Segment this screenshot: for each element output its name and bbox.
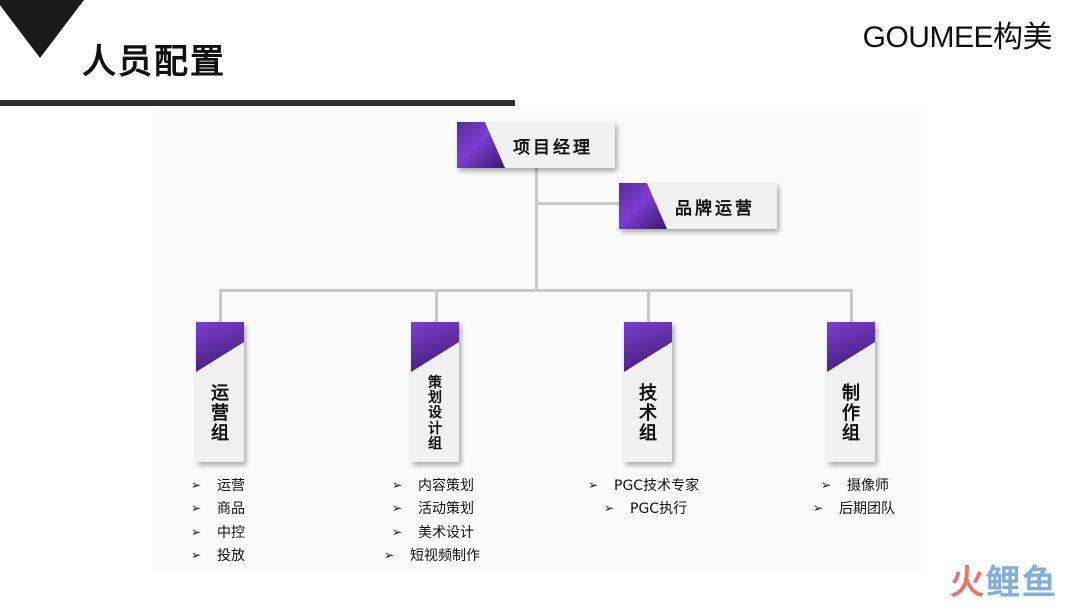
list-item-label: 商品 [217,501,245,518]
list-item-label: 中控 [217,524,245,541]
brand-operations-label: 品牌运营 [675,198,755,219]
box-accent [411,322,459,372]
bullet-arrow-icon: ➢ [191,524,202,539]
connector-group-3 [647,289,650,324]
group-label-char: 技 [639,383,657,405]
page-title: 人员配置 [82,42,226,82]
list-item-label: PGC技术专家 [614,477,700,494]
bullet-arrow-icon: ➢ [392,477,403,492]
watermark-part-2: 鲤鱼 [986,563,1058,603]
group-box-operations: 运 营 组 [196,322,244,462]
brand-logo: GOUMEE构美 [862,21,1053,54]
corner-triangle [0,0,84,58]
group-label-char: 运 [211,383,229,405]
bullet-arrow-icon: ➢ [191,501,202,516]
list-item: ➢ 中控 [191,520,245,544]
brand-operations-box: 品牌运营 [619,183,777,229]
list-item: ➢ 投放 [191,544,245,568]
bullet-arrow-icon: ➢ [604,501,615,516]
group-label-char: 作 [842,403,860,425]
box-accent [619,183,667,229]
list-item-label: 美术设计 [418,524,474,541]
connector-group-2 [435,289,438,324]
bullet-arrow-icon: ➢ [392,501,403,516]
list-item-label: 投放 [217,548,245,565]
connector-group-1 [219,289,222,324]
bullet-arrow-icon: ➢ [384,548,395,563]
group-label-char: 组 [639,422,657,444]
bullet-arrow-icon: ➢ [588,477,599,492]
group-label-char: 策 [428,374,442,391]
group-label-char: 营 [211,403,229,425]
list-item-label: 活动策划 [418,501,474,518]
bullet-arrow-icon: ➢ [191,548,202,563]
list-item: ➢ 商品 [191,497,245,521]
bullet-arrow-icon: ➢ [813,501,824,516]
group-label-char: 组 [211,422,229,444]
bullet-arrow-icon: ➢ [821,477,832,492]
group-label-char: 计 [428,420,442,437]
box-accent [827,322,875,372]
bullet-arrow-icon: ➢ [191,477,202,492]
connector-group-4 [850,289,853,324]
bullet-arrow-icon: ➢ [392,524,403,539]
group-label-char: 制 [842,383,860,405]
list-item: ➢ 美术设计 [384,520,480,544]
group-box-planning-design: 策 划 设 计 组 [411,322,459,462]
org-chart-area [153,108,923,570]
watermark-part-1: 火 [950,563,986,603]
box-accent [457,122,505,168]
group-list-planning-design: ➢ 内容策划 ➢ 活动策划 ➢ 美术设计 ➢ 短视频制作 [384,473,480,567]
box-accent [624,322,672,372]
group-list-operations: ➢ 运营 ➢ 商品 ➢ 中控 ➢ 投放 [191,473,245,567]
list-item: ➢ PGC执行 [588,497,699,521]
group-label-char: 组 [842,422,860,444]
list-item-label: 运营 [217,477,245,494]
list-item: ➢ 活动策划 [384,497,480,521]
group-label-char: 划 [428,389,442,406]
list-item: ➢ 后期团队 [813,497,895,521]
group-box-production: 制 作 组 [827,322,875,462]
project-manager-label: 项目经理 [513,137,593,158]
connector-horizontal [219,289,853,292]
list-item-label: 短视频制作 [410,548,480,565]
list-item-label: 后期团队 [839,501,895,518]
watermark-logo: 火鲤鱼 [950,555,1058,604]
connector-branch [535,202,620,205]
group-list-production: ➢ 摄像师 ➢ 后期团队 [813,473,895,520]
list-item-label: PGC执行 [630,501,688,518]
list-item-label: 摄像师 [847,477,889,494]
list-item: ➢ 短视频制作 [384,544,480,568]
group-box-technology: 技 术 组 [624,322,672,462]
group-label-char: 组 [428,436,442,453]
list-item: ➢ PGC技术专家 [588,473,699,497]
connector-root-trunk [535,168,538,291]
list-item: ➢ 运营 [191,473,245,497]
box-accent [196,322,244,372]
group-list-technology: ➢ PGC技术专家 ➢ PGC执行 [588,473,699,520]
title-underline [0,100,515,106]
group-label-char: 设 [428,405,442,422]
project-manager-box: 项目经理 [457,122,615,168]
group-label-char: 术 [639,403,657,425]
list-item-label: 内容策划 [418,477,474,494]
list-item: ➢ 摄像师 [813,473,895,497]
list-item: ➢ 内容策划 [384,473,480,497]
